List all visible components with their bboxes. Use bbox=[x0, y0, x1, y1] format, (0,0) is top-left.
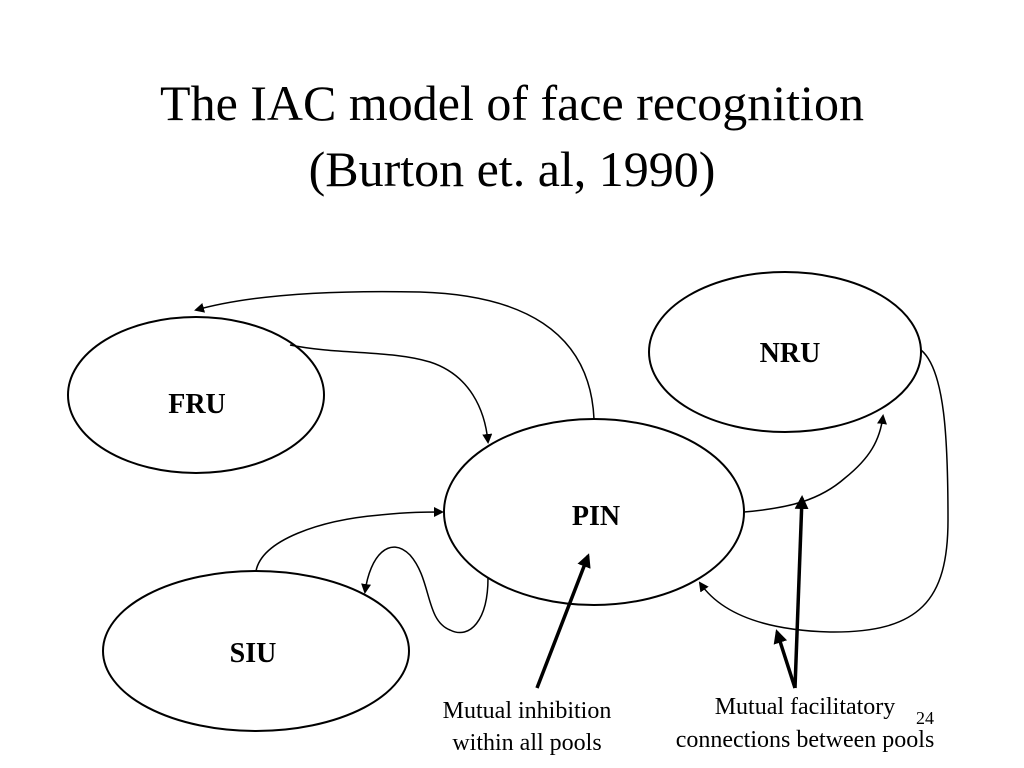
inhibition-note-line-1: Mutual inhibition bbox=[443, 698, 612, 724]
facilitatory-note-line-2: connections between pools bbox=[676, 727, 935, 753]
nru-label: NRU bbox=[760, 338, 821, 369]
title-line-2: (Burton et. al, 1990) bbox=[308, 141, 716, 197]
facilitatory-pointer-arrow-up bbox=[793, 495, 809, 689]
connection-nru-to-pin bbox=[698, 349, 949, 633]
facilitatory-pointer-arrow-left bbox=[773, 629, 797, 689]
connection-pin-to-siu bbox=[361, 546, 489, 634]
fru-pool bbox=[67, 316, 325, 474]
fru-label: FRU bbox=[168, 389, 226, 420]
inhibition-note-line-2: within all pools bbox=[452, 730, 601, 756]
inhibition-pointer-arrow bbox=[535, 553, 591, 689]
connection-pin-to-nru bbox=[743, 414, 887, 513]
page-number: 24 bbox=[916, 708, 934, 728]
connection-fru-to-pin bbox=[289, 344, 493, 444]
pin-label: PIN bbox=[572, 501, 620, 532]
nru-pool bbox=[648, 271, 922, 433]
title-line-1: The IAC model of face recognition bbox=[160, 75, 864, 131]
siu-label: SIU bbox=[230, 638, 277, 669]
connection-siu-to-pin bbox=[255, 507, 444, 572]
connection-pin-to-fru bbox=[194, 290, 595, 420]
slide-title: The IAC model of face recognition (Burto… bbox=[0, 70, 1024, 202]
facilitatory-note-line-1: Mutual facilitatory bbox=[715, 694, 896, 720]
